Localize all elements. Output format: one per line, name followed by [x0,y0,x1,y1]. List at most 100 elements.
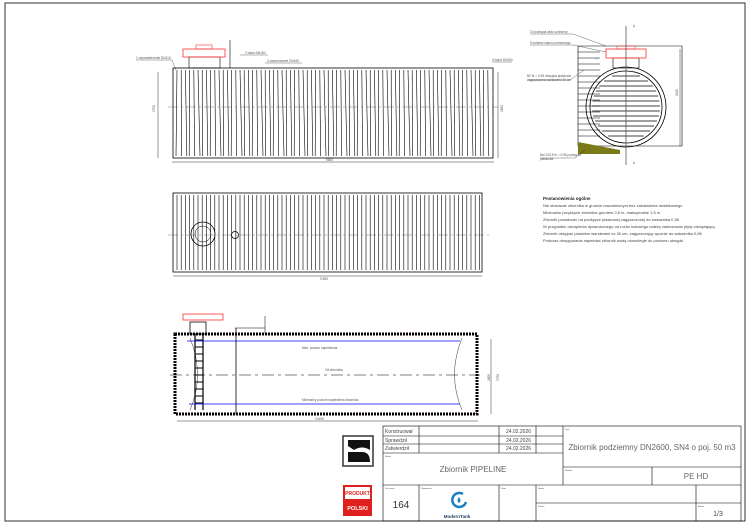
rib-line [185,69,188,157]
rib-line [214,69,216,157]
product-name: Zbiornik PIPELINE [440,465,507,474]
rib-line [361,69,363,157]
rib-line [407,69,411,157]
rib-line [323,69,327,157]
height-dim: 3440 [675,89,679,96]
tank-body-side [172,67,494,159]
length-dim-label: 9800 [326,158,333,162]
row-label: Zatwierdził [385,446,410,452]
callout: 10 pokrywa właz ochronny [530,30,568,34]
manhole-neck [188,56,221,69]
rib-line [193,69,195,157]
rib-line [227,69,230,157]
row-date: 24.02.2026 [506,429,531,435]
field-label: Materiał [565,469,573,472]
rib-line [206,69,209,157]
moderntank-logo: ModernTank [444,491,471,519]
row-date: 24.02.2026 [506,438,531,444]
rib-line [218,69,222,157]
rib-line [365,69,369,157]
row-label: Konstruował [385,429,413,435]
rib-line [479,69,482,157]
callout: 2 wlew DN160 [245,51,266,55]
rib-line [445,69,447,157]
sheet-number: 1/3 [713,511,723,518]
top-view: 9 800 [168,192,490,281]
drawing-title: Zbiornik podziemny DN2600, SN4 o poj. 50… [568,443,736,452]
rib-line [197,69,201,157]
manhole-flange [182,48,226,58]
rib-line [281,69,285,157]
tank-wall-section [173,332,479,416]
side-view: 9800 2700 2615 1 odpowietrzenie DN110 2 … [136,40,513,163]
note-line: Nie stosować zbiornika w gruncie nawodni… [543,203,683,208]
company-name: ModernTank [444,514,471,519]
callout: 9 kołnierz włazu ochronnego [530,41,571,45]
note-line: W przypadku obciążenia dynamicznego od r… [543,224,715,229]
manhole-flange [182,313,224,321]
note-line: Zbiornik obsypać piaskiem warstwami co 3… [543,231,703,236]
row-date: 24.02.2026 [506,446,531,452]
rib-line [340,69,342,157]
rib-line [302,69,306,157]
rib-line [428,69,432,157]
rib-line [332,69,335,157]
note-line: Minimalne przykrycie zbiornika gruntem 0… [543,210,661,215]
callout: B2 fs = 0.96 obsypka piaskowa zagęszczon… [527,74,572,82]
tank-ribs-top [176,195,480,270]
material: PE HD [684,472,709,481]
rib-line [374,69,377,157]
produkt-polski-badge: PRODUKT POLSKI [343,485,372,516]
company-emblem [342,435,374,467]
inlet-top [231,231,239,239]
title-block-text: Konstruował Sprawdził Zatwierdził 24.02.… [342,428,736,519]
callout: 7 [596,57,598,61]
ladder [194,334,204,410]
height-dim-left: 2700 [152,105,156,112]
field-label: Arkusz [698,505,704,508]
rib-line [403,69,405,157]
rib-line [437,69,440,157]
callout: 1 odpowietrzenie DN110 [136,56,171,60]
rib-line [290,69,293,157]
rib-line [298,69,300,157]
badge-text: PRODUKT [345,491,370,497]
section-mark: A [633,161,636,165]
rib-line [424,69,426,157]
manhole-top [190,221,216,247]
rib-line [175,69,178,157]
end-view: A A 3440 10 pokrywa właz ochronny 9 kołn… [527,24,683,165]
rib-line [256,69,258,157]
field-label: Wykonawca [421,488,433,490]
manhole-section [189,321,207,335]
callout: Bal 10/15 fs = 0.96 podsypka piaskowa [540,153,582,161]
rib-line [269,69,272,157]
rib-line [353,69,356,157]
manhole-cover [195,44,213,50]
rib-line [466,69,468,157]
rib-line [386,69,390,157]
section-mark: A [633,24,636,28]
field-label: Nr rysunku [385,488,395,490]
rib-line [239,69,243,157]
rib-line [235,69,237,157]
rib-line [382,69,384,157]
note-line: Podczas obsypywania napełniać zbiornik w… [543,238,683,243]
drawing-frame [4,2,746,522]
field-label: Nazwa [538,488,545,490]
length-dim-label: 10150 [315,417,324,421]
rib-line [395,69,398,157]
rib-line [319,69,321,157]
note-line: Zbiornik posadowić na podsypce piaskowej… [543,217,680,222]
height-dim: 2600 [487,374,491,381]
general-notes: Postanowienia ogólne Nie stosować zbiorn… [543,196,715,243]
row-label: Sprawdził [385,438,408,444]
rib-line [458,69,461,157]
min-level-label: Minimalny poziom napełnienia zbiornika [302,398,359,402]
rib-line [248,69,251,157]
gravel-bedding [578,142,620,154]
rib-line [277,69,279,157]
tank-body-top [172,192,483,273]
axis-label: Oś zbiornika [325,368,343,372]
